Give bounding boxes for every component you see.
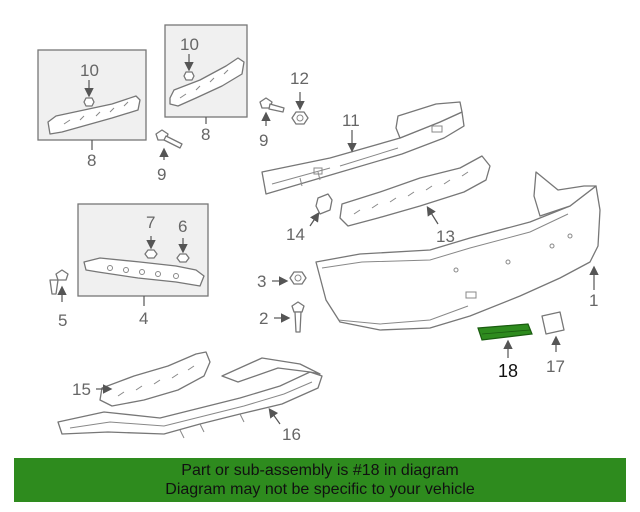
- callout-18: 18: [498, 361, 518, 381]
- callout-2: 2: [259, 309, 268, 328]
- callout-15: 15: [72, 380, 91, 399]
- bolt-9-right[interactable]: [259, 97, 285, 113]
- part-notice-banner: Part or sub-assembly is #18 in diagram D…: [14, 458, 626, 502]
- pad-17[interactable]: [541, 311, 565, 335]
- bracket-8-right-group[interactable]: [164, 24, 248, 118]
- impact-bar-11[interactable]: [261, 101, 465, 195]
- bolt-9-left[interactable]: [155, 129, 183, 149]
- callout-11: 11: [342, 111, 360, 130]
- nut-12[interactable]: [291, 111, 309, 125]
- callout-9-left: 9: [157, 165, 166, 184]
- callout-12: 12: [290, 69, 309, 88]
- callout-3: 3: [257, 272, 266, 291]
- callout-5: 5: [58, 311, 67, 330]
- bracket-15[interactable]: [99, 351, 211, 407]
- lower-valance-16[interactable]: [57, 357, 323, 439]
- rear-bumper-bracket-right[interactable]: [169, 57, 245, 107]
- callout-13: 13: [436, 227, 455, 246]
- banner-line-2: Diagram may not be specific to your vehi…: [165, 481, 475, 498]
- callout-1: 1: [589, 291, 598, 310]
- callout-10-left: 10: [80, 61, 99, 80]
- rear-bumper-bracket-left[interactable]: [47, 95, 141, 135]
- callout-17: 17: [546, 357, 565, 376]
- nut-10-right[interactable]: [183, 71, 195, 81]
- callout-6: 6: [178, 217, 187, 236]
- bracket-8-left-group[interactable]: [37, 49, 147, 141]
- nut-7[interactable]: [144, 249, 158, 259]
- nut-6[interactable]: [176, 253, 190, 263]
- nut-3[interactable]: [289, 271, 307, 285]
- reinforcement-18-highlighted[interactable]: [477, 323, 533, 341]
- callout-4: 4: [139, 309, 148, 328]
- callout-9-right: 9: [259, 131, 268, 150]
- energy-absorber-13[interactable]: [339, 155, 491, 227]
- nut-10-left[interactable]: [83, 97, 95, 107]
- callout-10-right: 10: [180, 35, 199, 54]
- callout-8-right: 8: [201, 125, 210, 144]
- screw-5[interactable]: [49, 269, 69, 295]
- guide-4-group[interactable]: [77, 203, 209, 297]
- callout-14: 14: [286, 225, 305, 244]
- callout-8-left: 8: [87, 151, 96, 170]
- clip-14[interactable]: [315, 193, 333, 215]
- bumper-cover-1[interactable]: [315, 171, 601, 331]
- callout-16: 16: [282, 425, 301, 444]
- callout-7: 7: [146, 213, 155, 232]
- banner-line-1: Part or sub-assembly is #18 in diagram: [181, 462, 459, 479]
- bolt-2[interactable]: [291, 301, 305, 333]
